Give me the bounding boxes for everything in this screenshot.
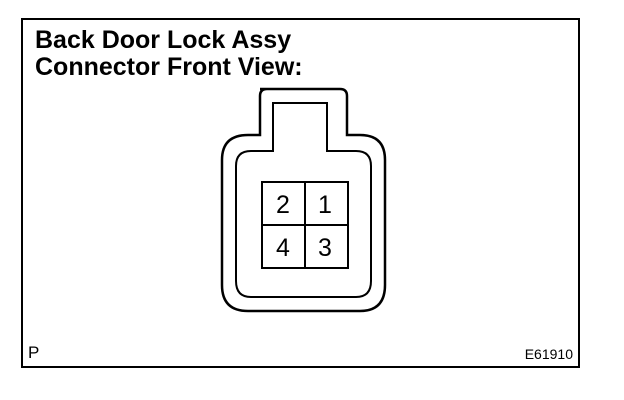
pin-label-3: 3 xyxy=(318,234,332,262)
diagram-frame: Back Door Lock Assy Connector Front View… xyxy=(21,18,580,368)
pin-label-1: 1 xyxy=(318,191,332,219)
pin-label-4: 4 xyxy=(276,234,290,262)
connector-housing-outer xyxy=(220,87,387,313)
title-line-2: Connector Front View: xyxy=(35,53,303,81)
pin-cell-3 xyxy=(304,224,349,269)
footer-code: P xyxy=(28,343,40,362)
figure-id: E61910 xyxy=(524,346,573,362)
title-line-1: Back Door Lock Assy xyxy=(35,26,292,54)
connector-housing-inner xyxy=(235,102,372,298)
pin-label-2: 2 xyxy=(276,191,290,219)
diagram-title: Back Door Lock Assy Connector Front View… xyxy=(35,27,303,81)
connector-diagram: 2 1 4 3 xyxy=(220,87,387,313)
